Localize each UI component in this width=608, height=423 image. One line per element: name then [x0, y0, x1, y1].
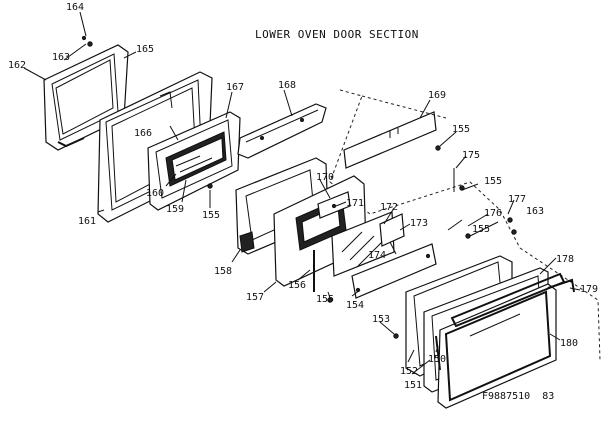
callout-157: 157 — [246, 292, 264, 303]
callout-179: 179 — [580, 284, 598, 295]
callout-155-c: 155 — [484, 176, 502, 187]
callout-153: 153 — [372, 314, 390, 325]
diagram-title: LOWER OVEN DOOR SECTION — [255, 28, 419, 41]
callout-165: 165 — [136, 44, 154, 55]
callout-156: 156 — [288, 280, 306, 291]
part-169-vent-panel — [343, 111, 437, 169]
callout-161: 161 — [78, 216, 96, 227]
callout-166: 166 — [134, 128, 152, 139]
callout-168: 168 — [278, 80, 296, 91]
callout-labels: 164 163 165 162 167 168 169 166 161 160 … — [8, 2, 598, 391]
guide-lines-mid — [329, 181, 521, 249]
callout-177: 177 — [508, 194, 526, 205]
callout-167: 167 — [226, 82, 244, 93]
diagram-code: F9887510 83 — [482, 391, 554, 402]
part-168-top-trim — [237, 103, 327, 159]
callout-173: 173 — [410, 218, 428, 229]
guide-lines-right — [519, 247, 601, 361]
part-154-lower-trim — [351, 243, 437, 299]
callout-180: 180 — [560, 338, 578, 349]
callout-172: 172 — [380, 202, 398, 213]
callout-175: 175 — [462, 150, 480, 161]
callout-169: 169 — [428, 90, 446, 101]
callout-176: 176 — [484, 208, 502, 219]
callout-163: 163 — [52, 52, 70, 63]
part-150-clip — [435, 335, 441, 371]
part-179-handle — [547, 278, 575, 293]
callout-170: 170 — [316, 172, 334, 183]
callout-150: 150 — [428, 354, 446, 365]
guide-lines-top — [329, 89, 447, 183]
callout-174: 174 — [368, 250, 386, 261]
callout-162: 162 — [8, 60, 26, 71]
callout-159: 159 — [166, 204, 184, 215]
callout-171: 171 — [346, 198, 364, 209]
callout-154: 154 — [346, 300, 364, 311]
callout-158: 158 — [214, 266, 232, 277]
part-172-174-inner-glass — [331, 211, 405, 277]
callout-152: 152 — [400, 366, 418, 377]
callout-151: 151 — [404, 380, 422, 391]
callout-164: 164 — [66, 2, 84, 13]
screws — [81, 35, 517, 339]
callout-178: 178 — [556, 254, 574, 265]
callout-155-b: 155 — [452, 124, 470, 135]
part-170-171-bracket — [317, 191, 351, 219]
callout-160: 160 — [146, 188, 164, 199]
callout-155-e: 155 — [316, 294, 334, 305]
part-166-167-window-pack — [147, 111, 241, 211]
callout-155-d: 155 — [472, 224, 490, 235]
leader-lines — [23, 11, 581, 375]
callout-155-a: 155 — [202, 210, 220, 221]
callout-163-b: 163 — [526, 206, 544, 217]
